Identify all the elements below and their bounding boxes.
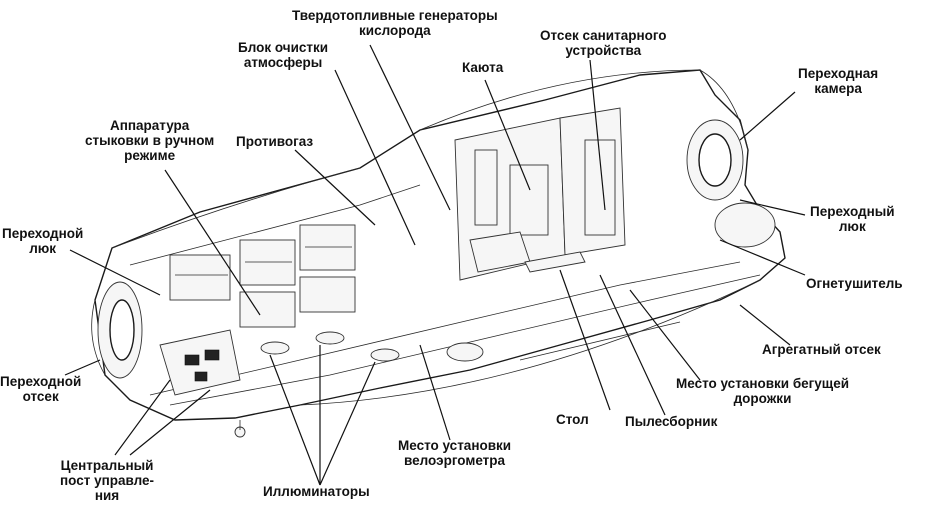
leader-transfer-chamber — [739, 91, 796, 141]
wall-panels — [169, 224, 356, 328]
leader-portholes-1 — [269, 354, 321, 486]
front-compartment — [91, 281, 143, 379]
control-posts — [159, 329, 241, 396]
leader-manual-docking — [164, 169, 261, 316]
label-fire-extinguisher: Огнетушитель — [806, 276, 903, 291]
belly-tube — [519, 321, 681, 361]
label-portholes: Иллюминаторы — [263, 484, 370, 499]
label-air-purification-unit: Блок очистки атмосферы — [238, 40, 329, 70]
leader-cabin — [484, 79, 531, 191]
leader-treadmill — [629, 289, 701, 381]
belly-curve — [299, 279, 761, 406]
leader-table — [559, 269, 611, 411]
label-bicycle-ergometer-place: Место установки велоэргометра — [398, 438, 512, 468]
leader-lines — [64, 44, 806, 486]
portholes — [260, 331, 484, 362]
leader-portholes-3 — [319, 361, 376, 486]
leader-solid-fuel-generators — [369, 44, 451, 211]
transfer-chamber — [686, 119, 776, 248]
label-manual-docking-equipment: Аппаратура стыковки в ручном режиме — [85, 118, 215, 163]
leader-sanitary — [589, 59, 606, 211]
table — [524, 251, 586, 273]
leader-fire-extinguisher — [719, 239, 806, 276]
label-treadmill-place: Место установки бегущей дорожки — [676, 376, 849, 406]
label-sanitary-compartment: Отсек санитарного устройства — [540, 28, 667, 58]
label-transfer-compartment: Переходной отсек — [0, 374, 82, 404]
label-central-control-post: Центральный пост управле- ния — [60, 458, 155, 503]
small-cylinder-top — [111, 167, 361, 249]
label-cabin: Каюта — [462, 60, 504, 75]
label-aggregate-compartment: Агрегатный отсек — [762, 342, 881, 357]
floor-line — [149, 261, 741, 396]
label-transfer-hatch-right: Переходный люк — [810, 204, 895, 234]
leader-control-post-1 — [114, 379, 171, 456]
label-solid-fuel-generators: Твердотопливные генераторы кислорода — [292, 8, 498, 38]
cabin-walls — [454, 107, 626, 281]
small-cylinder-inner — [129, 184, 421, 266]
leader-gas-mask — [294, 149, 376, 226]
station-body — [91, 69, 786, 438]
leader-control-post-2 — [129, 389, 211, 456]
floor-line-2 — [169, 274, 761, 406]
leader-air-purification — [334, 69, 416, 246]
label-transfer-hatch-left: Переходной люк — [2, 226, 84, 256]
label-table: Стол — [556, 412, 589, 427]
leader-ergometer — [419, 344, 451, 441]
leader-transfer-compartment — [64, 359, 101, 376]
leader-transfer-hatch-right — [739, 199, 806, 216]
roof-curve — [419, 69, 749, 151]
leader-transfer-hatch-left — [69, 249, 161, 296]
label-gas-mask: Противогаз — [236, 134, 314, 149]
label-vacuum-cleaner: Пылесборник — [625, 414, 718, 429]
leader-aggregate — [739, 304, 791, 346]
label-transfer-chamber: Переходная камера — [798, 66, 879, 96]
leader-vacuum — [599, 274, 666, 416]
